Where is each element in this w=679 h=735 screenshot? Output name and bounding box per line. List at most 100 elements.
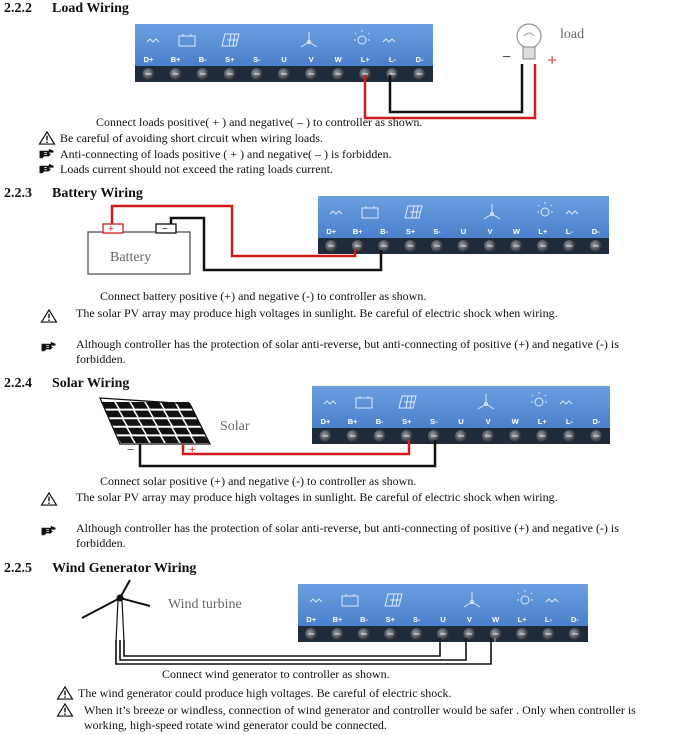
battery-negative-wire — [169, 216, 383, 272]
solar-label: Solar — [220, 419, 250, 434]
terminal-label: L+ — [361, 55, 371, 64]
terminal-label: S+ — [225, 55, 235, 64]
terminal-screws — [318, 238, 609, 254]
terminal-screws — [312, 428, 610, 444]
terminal-label: S- — [253, 55, 261, 64]
solar-cell — [115, 402, 134, 409]
solar-cell — [112, 427, 131, 435]
warning-icon — [56, 703, 74, 717]
section-title: Solar Wiring — [52, 376, 130, 391]
terminal-label: W — [492, 615, 500, 624]
section-number: 2.2.5 — [4, 561, 32, 576]
terminal-label: D+ — [326, 227, 336, 236]
solar-cell — [131, 436, 150, 443]
note-text: Although controller has the protection o… — [76, 337, 619, 366]
terminal-label: D- — [592, 227, 600, 236]
battery-minus-label: − — [162, 224, 168, 235]
solar-cell — [123, 419, 142, 426]
battery-label: Battery — [110, 250, 151, 265]
terminal-label: S- — [433, 227, 441, 236]
terminal-label: L- — [566, 417, 574, 426]
solar-cell — [116, 436, 135, 443]
note-text: The solar PV array may produce high volt… — [76, 306, 558, 320]
terminal-screws — [298, 626, 588, 642]
warning-icon — [40, 492, 58, 506]
solar-cell — [138, 419, 157, 426]
solar-cell — [146, 436, 165, 443]
pointing-hand-icon — [41, 525, 56, 536]
section-number: 2.2.2 — [4, 1, 32, 16]
battery-positive-wire — [110, 204, 357, 258]
warning-icon — [38, 131, 56, 145]
terminal-label: S+ — [402, 417, 412, 426]
solar-cell — [149, 410, 168, 418]
terminal-label: D- — [571, 615, 579, 624]
solar-cell — [160, 402, 179, 409]
note-text: The solar PV array may produce high volt… — [76, 490, 558, 504]
wind-cables — [111, 638, 496, 669]
terminal-label: L- — [566, 227, 574, 236]
terminal-label: L- — [545, 615, 553, 624]
terminal-label: D+ — [321, 417, 331, 426]
warning-icon — [40, 309, 58, 323]
terminal-label: S+ — [406, 227, 416, 236]
solar-cell — [127, 427, 146, 435]
terminal-label: B+ — [333, 615, 343, 624]
solar-cell — [134, 410, 153, 418]
note-text: Loads current should not exceed the rati… — [60, 162, 333, 176]
solar-plus-label: + — [189, 444, 195, 456]
terminal-label: W — [335, 55, 343, 64]
terminal-label: U — [458, 417, 463, 426]
solar-cell — [187, 427, 206, 435]
load-positive-wire — [363, 64, 537, 120]
terminal-label: V — [486, 417, 491, 426]
terminal-screws — [135, 66, 433, 82]
load-negative-wire — [388, 64, 524, 114]
note-text: The wind generator could produce high vo… — [78, 686, 452, 700]
terminal-label: B+ — [353, 227, 363, 236]
section-title: Load Wiring — [52, 1, 129, 16]
caption-solar: Connect solar positive (+) and negative … — [100, 474, 417, 488]
note-text: When it’s breeze or windless, connection… — [84, 703, 636, 732]
solar-cell — [161, 436, 180, 443]
terminal-label: B- — [360, 615, 368, 624]
terminal-label: B+ — [171, 55, 181, 64]
solar-cell — [153, 419, 172, 426]
battery-icon — [87, 223, 191, 275]
pointing-hand-icon — [39, 163, 54, 174]
section-number: 2.2.3 — [4, 186, 32, 201]
solar-cell — [100, 402, 119, 409]
solar-cell — [168, 419, 187, 426]
terminal-label: S- — [430, 417, 438, 426]
terminal-label: S- — [413, 615, 421, 624]
load-minus-label: − — [502, 49, 511, 66]
terminal-label: L+ — [518, 615, 528, 624]
solar-cell — [175, 402, 194, 409]
wind-turbine-icon — [81, 579, 151, 643]
wind-turbine-label: Wind turbine — [168, 597, 242, 612]
terminal-label: U — [461, 227, 466, 236]
note-text: Be careful of avoiding short circuit whe… — [60, 131, 323, 145]
solar-cell — [179, 410, 198, 418]
terminal-label: D+ — [144, 55, 154, 64]
solar-cell — [157, 427, 176, 435]
terminal-label: D+ — [306, 615, 316, 624]
solar-cell — [172, 427, 191, 435]
terminal-label: B- — [376, 417, 384, 426]
terminal-label: V — [467, 615, 472, 624]
caption-battery: Connect battery positive (+) and negativ… — [100, 289, 427, 303]
pointing-hand-icon — [41, 341, 56, 352]
terminal-label: B- — [199, 55, 207, 64]
terminal-label: U — [281, 55, 286, 64]
